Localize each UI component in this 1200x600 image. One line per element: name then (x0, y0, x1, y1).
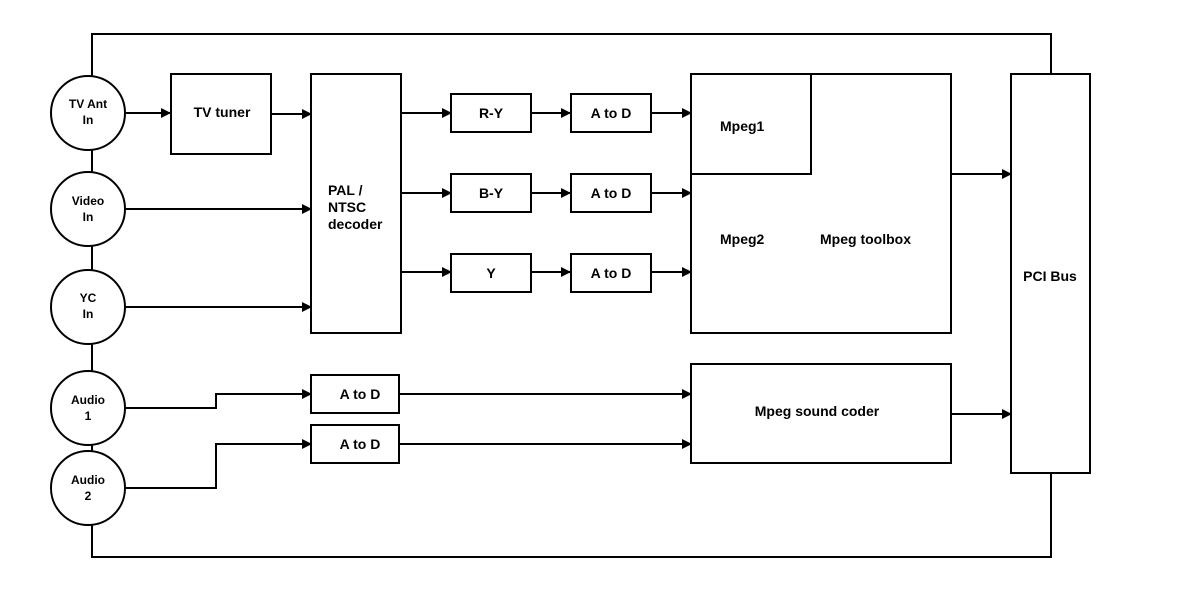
block-box (570, 253, 652, 293)
decoder-block: PAL / NTSC decoder (310, 73, 402, 334)
block-label: B-Y (479, 185, 504, 201)
connector-circle (50, 269, 126, 345)
wire-audio1-adc (126, 389, 312, 409)
connector-circle (50, 171, 126, 247)
block-label-line3: decoder (328, 216, 383, 232)
adc-by-block: A to D (570, 173, 652, 213)
block-label-line1: PAL / (328, 182, 363, 198)
block-label: A to D (340, 386, 381, 402)
block-box (450, 93, 532, 133)
y-block: Y (450, 253, 532, 293)
connector-circle (50, 75, 126, 151)
input-tv-ant: TV Ant In (50, 75, 126, 151)
block-label-line2: NTSC (328, 199, 366, 215)
input-audio-2: Audio 2 (50, 450, 126, 526)
block-label: Y (486, 265, 496, 281)
wire-audio2-adc (126, 439, 312, 489)
input-label-line2: 1 (85, 409, 92, 423)
input-label-line2: In (83, 113, 94, 127)
mpeg1-divider (691, 74, 812, 175)
input-label-line2: In (83, 210, 94, 224)
pci-bus-block: PCI Bus (1010, 73, 1091, 474)
adc-audio2-block: A to D (310, 424, 400, 464)
input-label-line1: TV Ant (69, 97, 107, 111)
tv-tuner-block: TV tuner (170, 73, 272, 155)
block-label: A to D (591, 265, 632, 281)
by-block: B-Y (450, 173, 532, 213)
block-label: TV tuner (194, 104, 251, 120)
block-box (570, 173, 652, 213)
block-box (170, 73, 272, 155)
mpeg-toolbox-block: Mpeg1 Mpeg2 Mpeg toolbox (690, 73, 952, 334)
adc-y-block: A to D (570, 253, 652, 293)
input-label-line2: In (83, 307, 94, 321)
ry-block: R-Y (450, 93, 532, 133)
input-video: Video In (50, 171, 126, 247)
connector-circle (50, 450, 126, 526)
input-label-line1: Video (72, 194, 104, 208)
mpeg1-label: Mpeg1 (720, 118, 765, 134)
block-label: PCI Bus (1023, 268, 1077, 284)
block-label: Mpeg sound coder (755, 403, 880, 419)
block-label: A to D (591, 105, 632, 121)
signal-wires (126, 108, 1012, 489)
block-box (310, 73, 402, 334)
mpeg2-label: Mpeg2 (720, 231, 765, 247)
block-box (450, 173, 532, 213)
input-label-line1: Audio (71, 393, 105, 407)
adc-audio1-block: A to D (310, 374, 400, 414)
block-label: R-Y (479, 105, 504, 121)
block-box (1010, 73, 1091, 474)
input-label-line2: 2 (85, 489, 92, 503)
block-box (310, 424, 400, 464)
block-box (690, 363, 952, 464)
block-box (310, 374, 400, 414)
input-yc: YC In (50, 269, 126, 345)
block-box (450, 253, 532, 293)
block-label: A to D (591, 185, 632, 201)
block-box (690, 73, 952, 334)
mpeg-toolbox-label: Mpeg toolbox (820, 231, 911, 247)
input-label-line1: YC (80, 291, 97, 305)
input-audio-1: Audio 1 (50, 370, 126, 446)
block-box (570, 93, 652, 133)
input-label-line1: Audio (71, 473, 105, 487)
sound-coder-block: Mpeg sound coder (690, 363, 952, 464)
block-label: A to D (340, 436, 381, 452)
adc-ry-block: A to D (570, 93, 652, 133)
connector-circle (50, 370, 126, 446)
